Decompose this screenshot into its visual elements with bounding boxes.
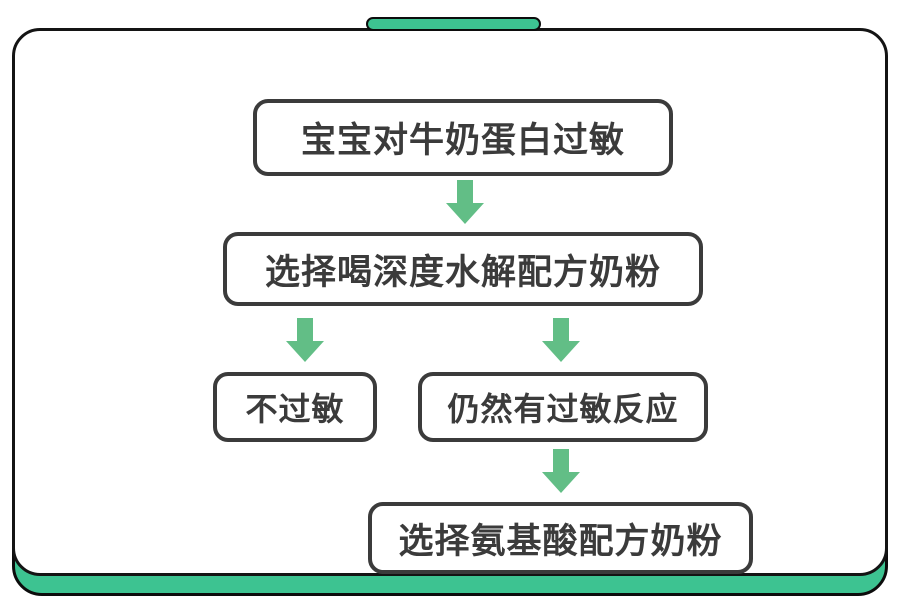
card-top-tab [366,17,541,31]
arrow-down-icon [542,318,580,362]
arrow-head [542,341,580,362]
arrow-head [286,341,324,362]
flow-node-still-allergic: 仍然有过敏反应 [418,372,708,442]
flow-node-no-allergy: 不过敏 [213,372,377,442]
flow-node-label: 选择氨基酸配方奶粉 [398,521,723,561]
arrow-down-icon [542,449,580,493]
flow-node-label: 不过敏 [245,391,345,427]
arrow-stem [297,318,313,343]
arrow-down-icon [286,318,324,362]
flow-node-label: 宝宝对牛奶蛋白过敏 [300,121,625,160]
card-frame: 宝宝对牛奶蛋白过敏 选择喝深度水解配方奶粉 不过敏 仍然有过敏反应 [12,28,888,576]
arrow-head [542,472,580,493]
flow-node-extensively-hydrolyzed-formula: 选择喝深度水解配方奶粉 [223,232,703,306]
arrow-stem [553,449,569,474]
arrow-down-icon [446,180,484,224]
arrow-head [446,203,484,224]
flow-node-milk-protein-allergy: 宝宝对牛奶蛋白过敏 [253,99,673,176]
arrow-stem [457,180,473,205]
flow-node-amino-acid-formula: 选择氨基酸配方奶粉 [368,502,753,574]
arrow-stem [553,318,569,343]
flow-node-label: 选择喝深度水解配方奶粉 [264,252,661,292]
flow-node-label: 仍然有过敏反应 [447,391,679,427]
